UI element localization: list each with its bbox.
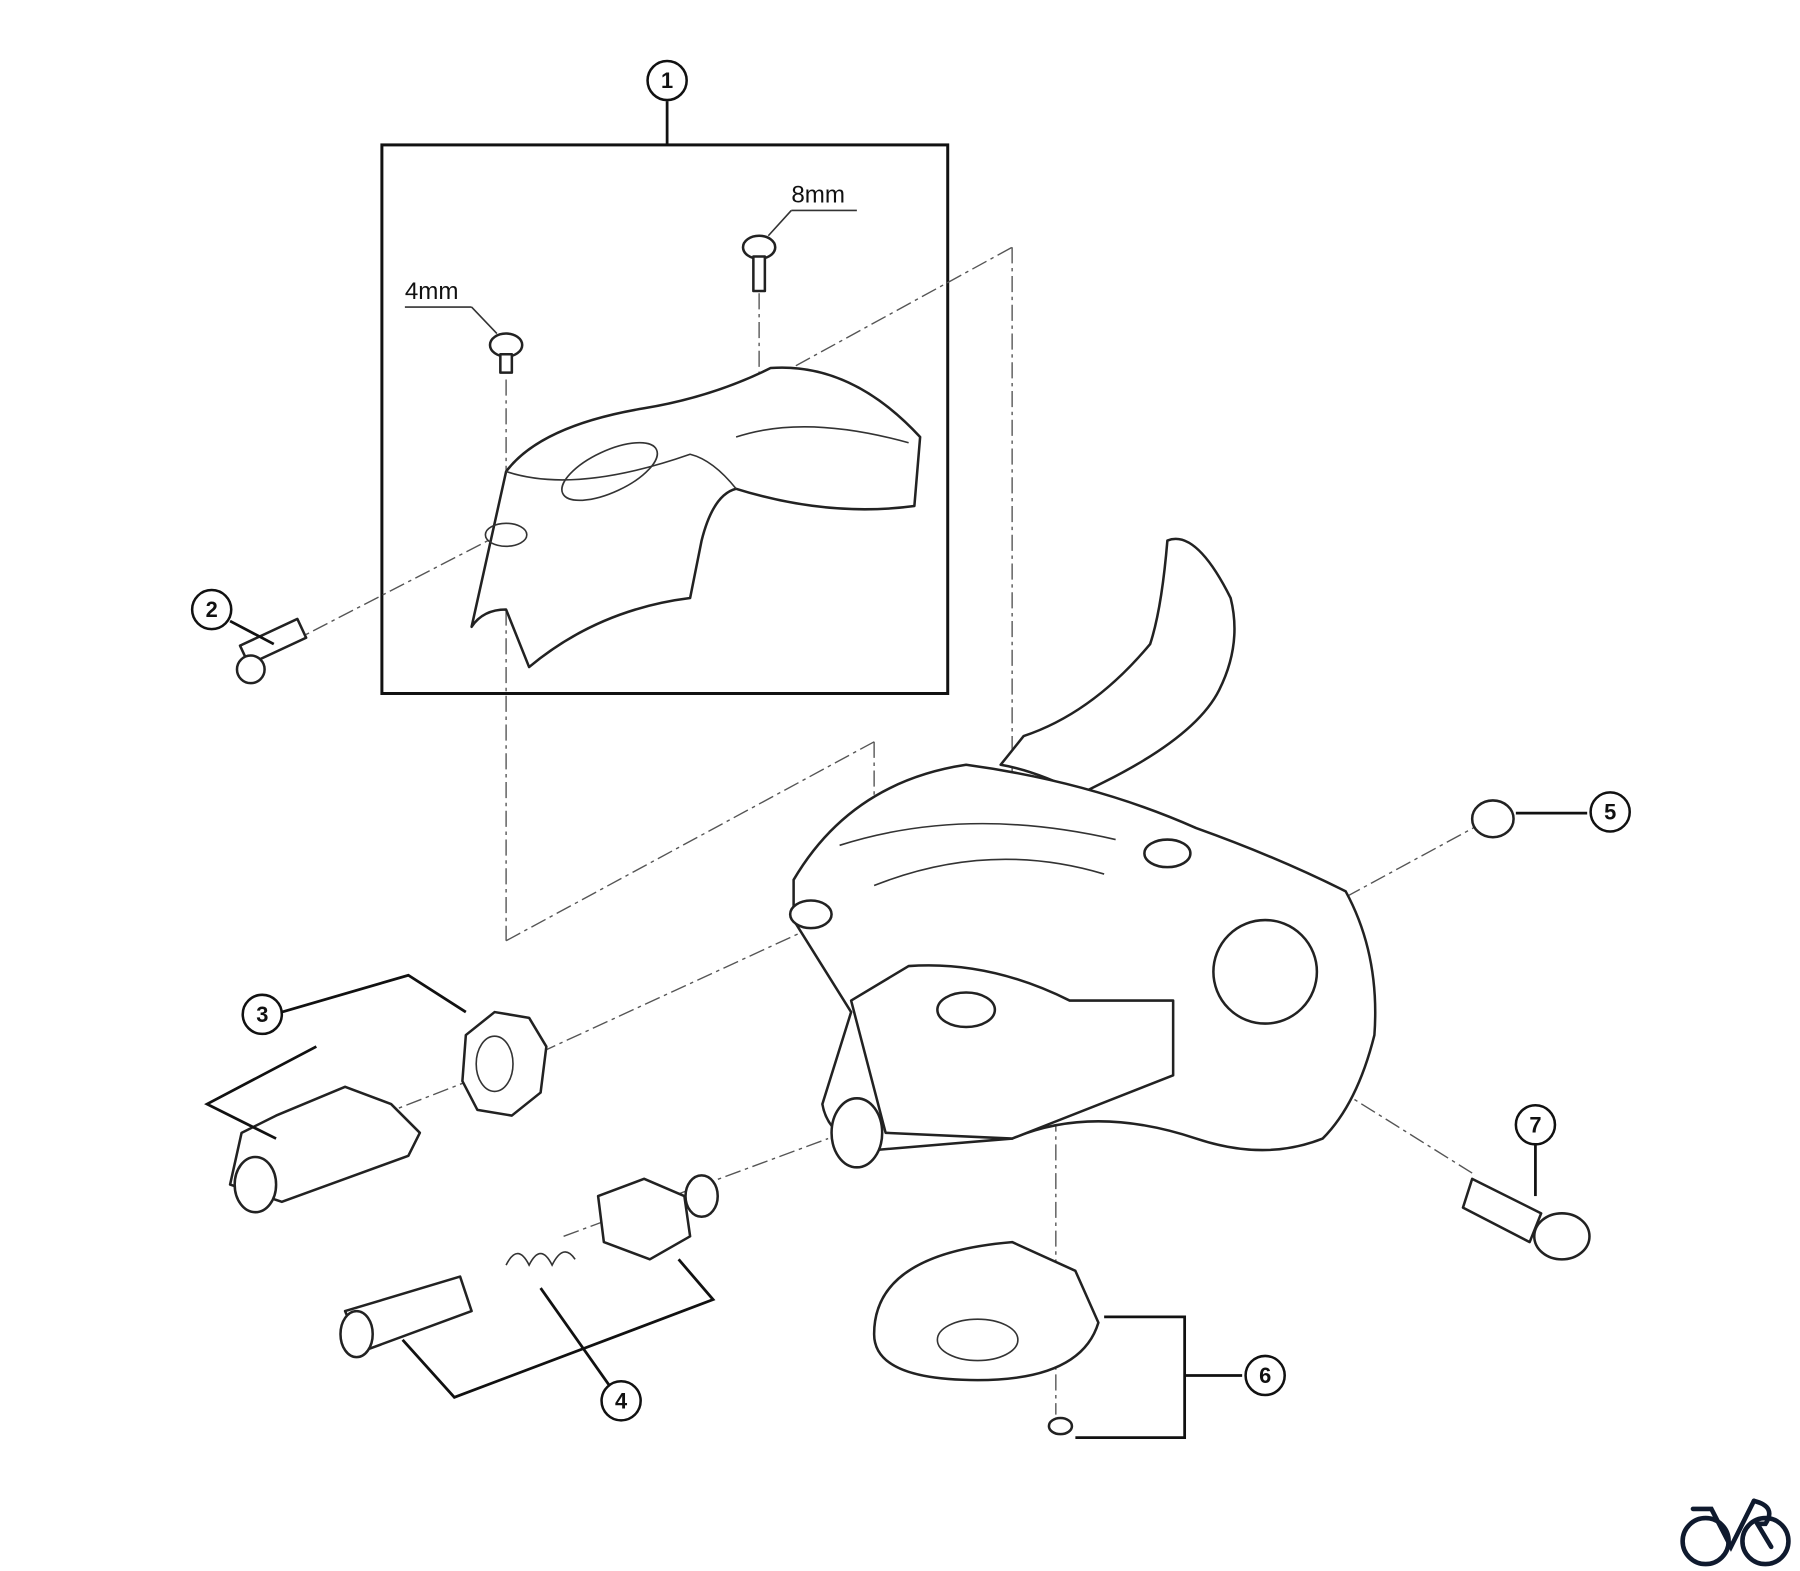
callout-5: 5	[1589, 791, 1631, 833]
svg-text:1: 1	[661, 68, 673, 93]
svg-text:5: 5	[1604, 799, 1616, 824]
callout-1: 1	[646, 59, 688, 102]
bicycle-logo-icon	[1680, 1498, 1791, 1567]
svg-text:2: 2	[206, 597, 218, 622]
callout-6: 6	[1244, 1354, 1286, 1397]
svg-text:3: 3	[256, 1002, 268, 1027]
part-5-plug	[1470, 799, 1588, 839]
part-1-group-box	[380, 143, 950, 695]
callout-7: 7	[1514, 1103, 1557, 1146]
svg-text:6: 6	[1259, 1363, 1271, 1388]
screw-4mm: 4mm	[405, 278, 524, 374]
callout-3: 3	[241, 993, 284, 1036]
part-3-adjuster	[204, 973, 548, 1214]
shifter-main-body	[788, 537, 1377, 1169]
part-1-cover	[470, 366, 922, 669]
callout-2: 2	[190, 588, 233, 631]
dimension-4mm: 4mm	[405, 278, 459, 305]
callout-4: 4	[600, 1379, 642, 1422]
svg-text:4: 4	[615, 1388, 628, 1413]
dimension-8mm: 8mm	[791, 181, 845, 208]
part-6-bottom-cover	[872, 1240, 1243, 1439]
svg-text:7: 7	[1529, 1112, 1541, 1137]
part-4-adjuster-set	[339, 1174, 719, 1399]
part-2-screw	[229, 617, 308, 685]
part-7-bolt	[1461, 1144, 1591, 1261]
screw-8mm: 8mm	[741, 181, 857, 293]
